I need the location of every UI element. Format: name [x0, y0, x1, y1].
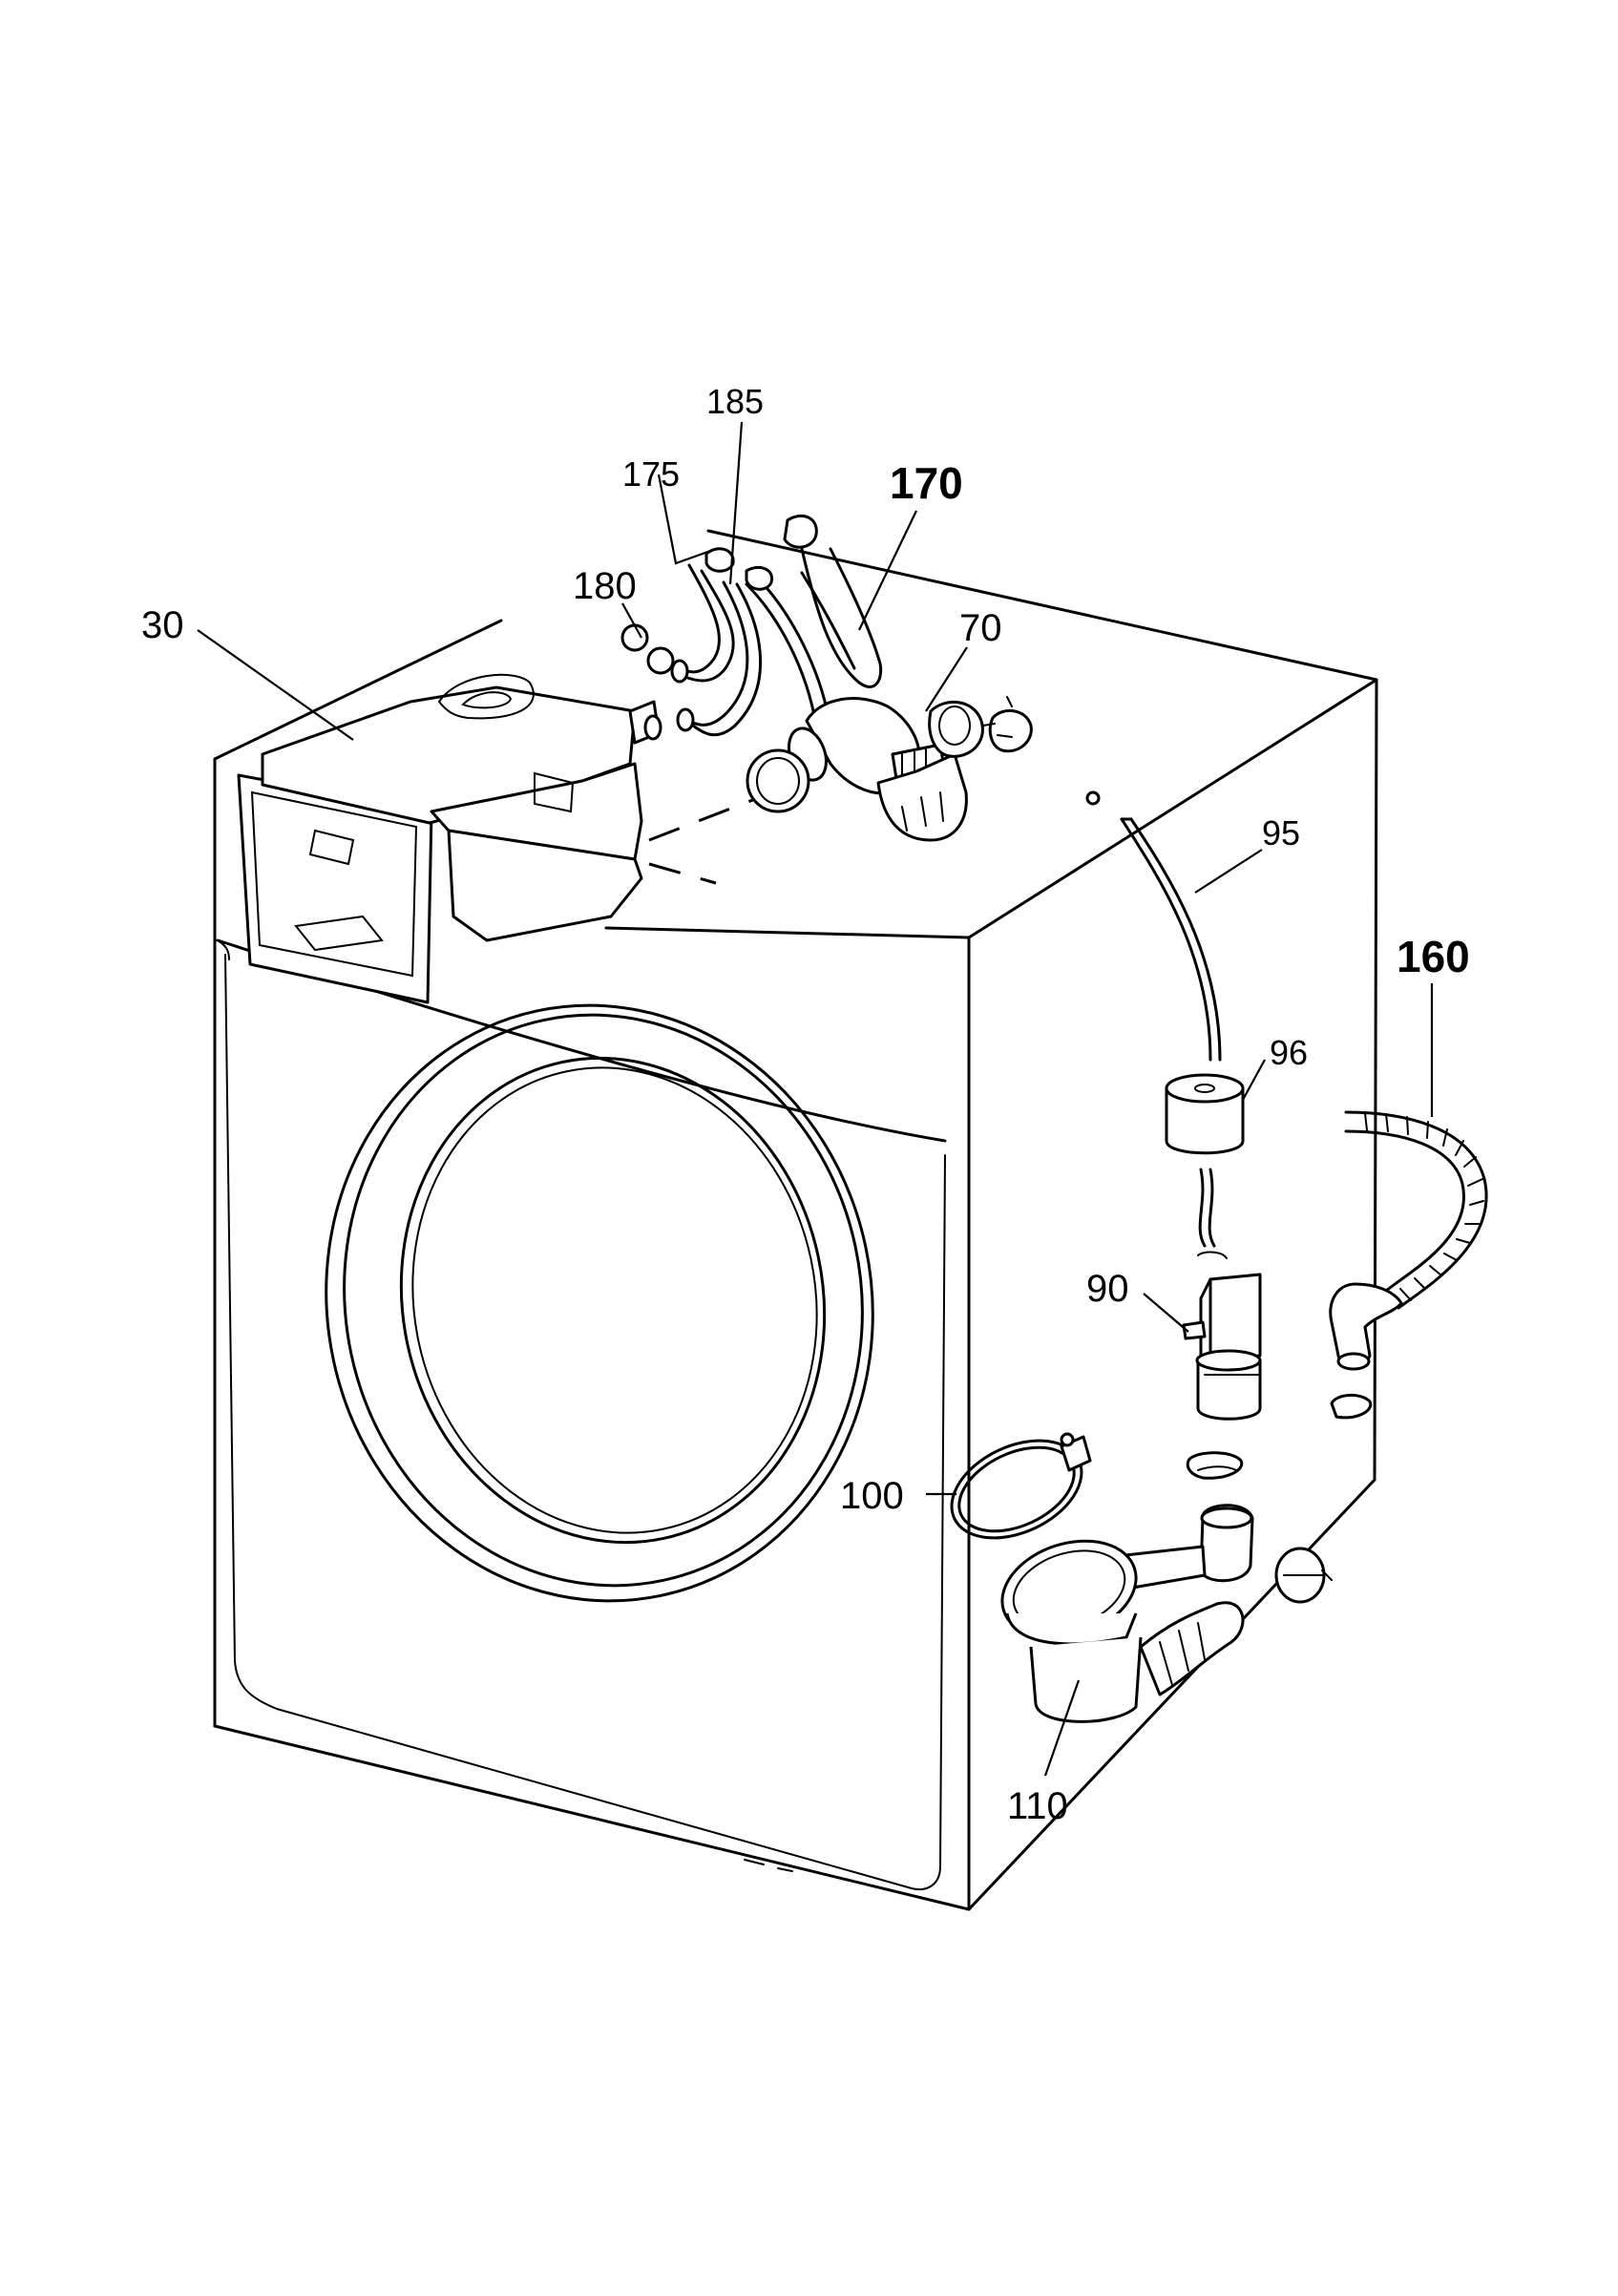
callout-110: 110	[1007, 1785, 1068, 1827]
hoses-175-185	[620, 547, 853, 750]
callout-175: 175	[622, 454, 680, 494]
callout-90: 90	[1086, 1268, 1129, 1310]
callout-96: 96	[1270, 1033, 1308, 1072]
callout-185: 185	[706, 382, 764, 421]
clamp-100	[950, 1432, 1092, 1540]
pressure-chamber-96	[1165, 1073, 1245, 1259]
pressure-switch-90	[1182, 1273, 1262, 1421]
callout-labels: 30 175 185 170 180 70 95 96 160 90 100 1…	[141, 382, 1470, 1827]
callout-180: 180	[573, 565, 637, 607]
leader-lines	[197, 421, 1434, 1777]
sump-filter-110	[1000, 1451, 1333, 1723]
drain-hose-160	[1329, 1110, 1488, 1420]
callout-70: 70	[959, 607, 1002, 649]
connector-70	[746, 696, 1033, 842]
callout-170: 170	[890, 458, 963, 508]
hose-170	[783, 515, 883, 688]
callout-160: 160	[1397, 932, 1470, 981]
callout-100: 100	[840, 1475, 904, 1517]
callout-95: 95	[1262, 813, 1300, 853]
door-porthole	[325, 1003, 874, 1603]
tube-95	[1085, 790, 1222, 1062]
detergent-dispenser-30	[237, 673, 798, 1004]
callout-30: 30	[141, 604, 184, 646]
machine-cabinet	[213, 529, 1378, 1911]
